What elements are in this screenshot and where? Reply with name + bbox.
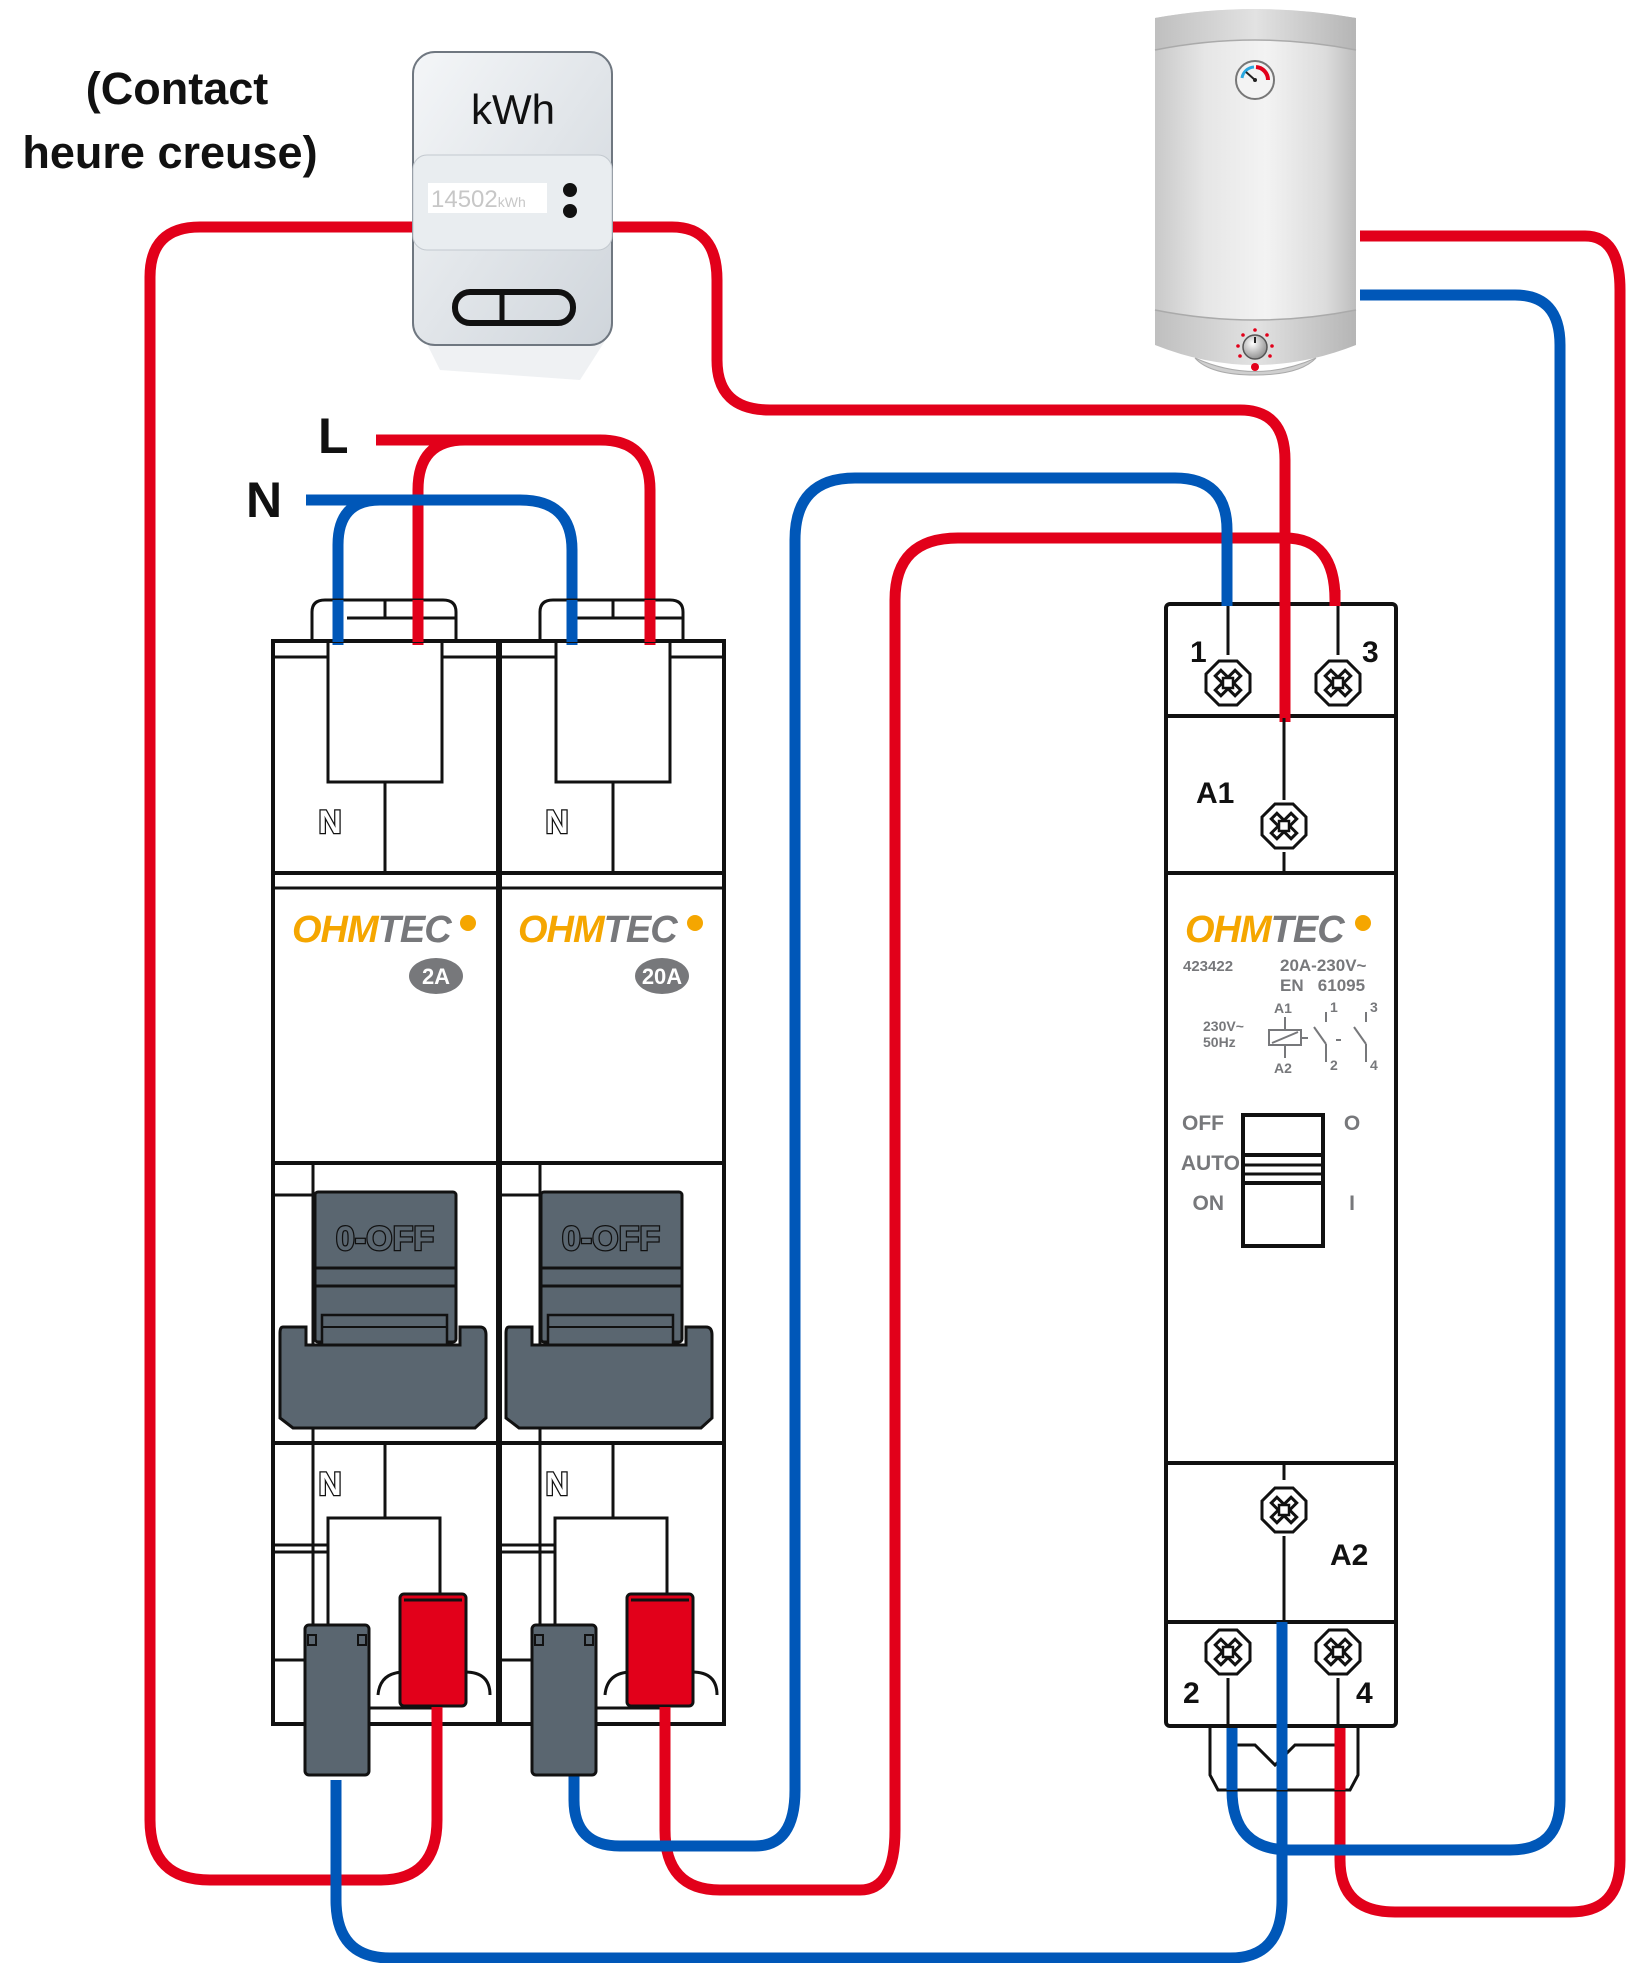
breaker2-toggle[interactable]: 0-OFF (504, 1190, 714, 1430)
coil-frequency-label: 50Hz (1203, 1034, 1236, 1050)
coil-voltage-label: 230V~ (1203, 1018, 1244, 1034)
switch-label-auto: AUTO (1181, 1152, 1240, 1175)
wire-live-heater-to-t4 (1334, 230, 1626, 1918)
terminal-4-screw-icon (1314, 1628, 1362, 1676)
meter-button-icon (452, 289, 576, 326)
terminal-2-label: 2 (1183, 1677, 1200, 1710)
schematic-3-label: 3 (1370, 999, 1378, 1015)
terminal-4-label: 4 (1356, 1677, 1373, 1710)
breaker1-brand-logo: OHMTEC (292, 909, 452, 951)
switch-label-i: I (1349, 1192, 1355, 1215)
schematic-4-label: 4 (1370, 1057, 1378, 1073)
terminal-1-screw-icon (1204, 659, 1252, 707)
schematic-2-label: 2 (1330, 1057, 1338, 1073)
meter-led-icon (563, 204, 577, 218)
terminal-a2-screw-icon (1260, 1486, 1308, 1534)
wire-live-meter-to-breaker1-out (144, 221, 443, 1886)
breaker2-neutral-terminal (530, 1623, 598, 1777)
breaker1-rating: 2A (422, 964, 450, 989)
contactor-ref: 423422 (1183, 958, 1233, 975)
breaker2-live-terminal (625, 1592, 695, 1708)
wire-stubs (332, 560, 1346, 1790)
breaker2-bottom-n-label: N (545, 1466, 568, 1502)
wire-supply-live-branch1 (412, 434, 466, 645)
mode-switch[interactable] (1241, 1113, 1325, 1248)
terminal-3-screw-icon (1314, 659, 1362, 707)
breaker1-toggle[interactable]: 0-OFF (278, 1190, 488, 1430)
terminal-3-label: 3 (1362, 636, 1379, 669)
breaker1-toggle-label: 0-OFF (336, 1220, 434, 1258)
meter-reading: 14502kWh (431, 186, 526, 213)
circuit-breaker-2a: N OHMTEC 2A 0-OFF N (271, 598, 500, 1777)
terminal-a2-label: A2 (1330, 1539, 1368, 1572)
switch-label-off: OFF (1182, 1112, 1224, 1135)
contactor-spec-line1: 20A-230V~ (1280, 956, 1367, 975)
switch-label-o: O (1344, 1112, 1360, 1135)
contactor-brand-logo: OHMTEC (1185, 909, 1345, 951)
breaker2-top-n-label: N (545, 804, 568, 840)
circuit-breaker-20a: N OHMTEC 20A 0-OFF N (496, 598, 726, 1777)
meter-display (428, 183, 547, 213)
supply-live-label: L (318, 408, 349, 464)
terminal-a1-label: A1 (1196, 777, 1234, 810)
breaker2-rating-badge (635, 958, 689, 994)
wire-neutral-breaker1-out-to-a2 (330, 1622, 1288, 1963)
wire-supply-neutral-branch1 (332, 494, 381, 645)
terminal-2-screw-icon (1204, 1628, 1252, 1676)
wire-live-meter-to-a1 (612, 221, 1291, 722)
schematic-1-label: 1 (1330, 999, 1338, 1015)
water-heater (1154, 9, 1357, 376)
energy-meter: kWh 14502kWh (412, 51, 613, 380)
breaker2-toggle-label: 0-OFF (562, 1220, 660, 1258)
wire-supply-live (376, 434, 656, 645)
title-line2: heure creuse) (22, 127, 317, 178)
meter-led-icon (563, 183, 577, 197)
breaker1-rating-badge (409, 958, 463, 994)
schematic-a2-label: A2 (1274, 1060, 1292, 1076)
wires (144, 221, 1626, 1963)
contactor-schematic-icon (1268, 1012, 1367, 1062)
meter-unit-label: kWh (471, 86, 555, 133)
breaker1-top-n-label: N (318, 804, 341, 840)
breaker2-rating: 20A (642, 964, 682, 989)
contactor-spec-line2: EN 61095 (1280, 976, 1365, 995)
wire-supply-neutral (306, 494, 578, 645)
title: (Contact heure creuse) (22, 63, 317, 178)
breaker2-brand-logo: OHMTEC (518, 909, 678, 951)
schematic-a1-label: A1 (1274, 1000, 1292, 1016)
wire-neutral-heater-to-t2 (1226, 289, 1566, 1856)
breaker1-bottom-n-label: N (318, 1466, 341, 1502)
contactor: 1 3 A1 OHMTEC 423422 20A-230V~ EN 61095 (1164, 602, 1398, 1792)
supply-neutral-label: N (246, 472, 282, 528)
thermometer-gauge-icon (1235, 60, 1275, 100)
breaker1-neutral-terminal (303, 1623, 371, 1777)
terminal-1-label: 1 (1190, 636, 1207, 669)
title-line1: (Contact (86, 63, 268, 114)
wire-live-breaker2-out-to-t3 (659, 532, 1341, 1896)
terminal-a1-screw-icon (1260, 802, 1308, 850)
wire-neutral-breaker2-out-to-t1 (568, 472, 1233, 1852)
thermostat-knob-icon (1236, 328, 1274, 360)
switch-label-on: ON (1193, 1192, 1225, 1215)
breaker1-live-terminal (398, 1592, 468, 1708)
indicator-light-icon (1251, 363, 1259, 371)
